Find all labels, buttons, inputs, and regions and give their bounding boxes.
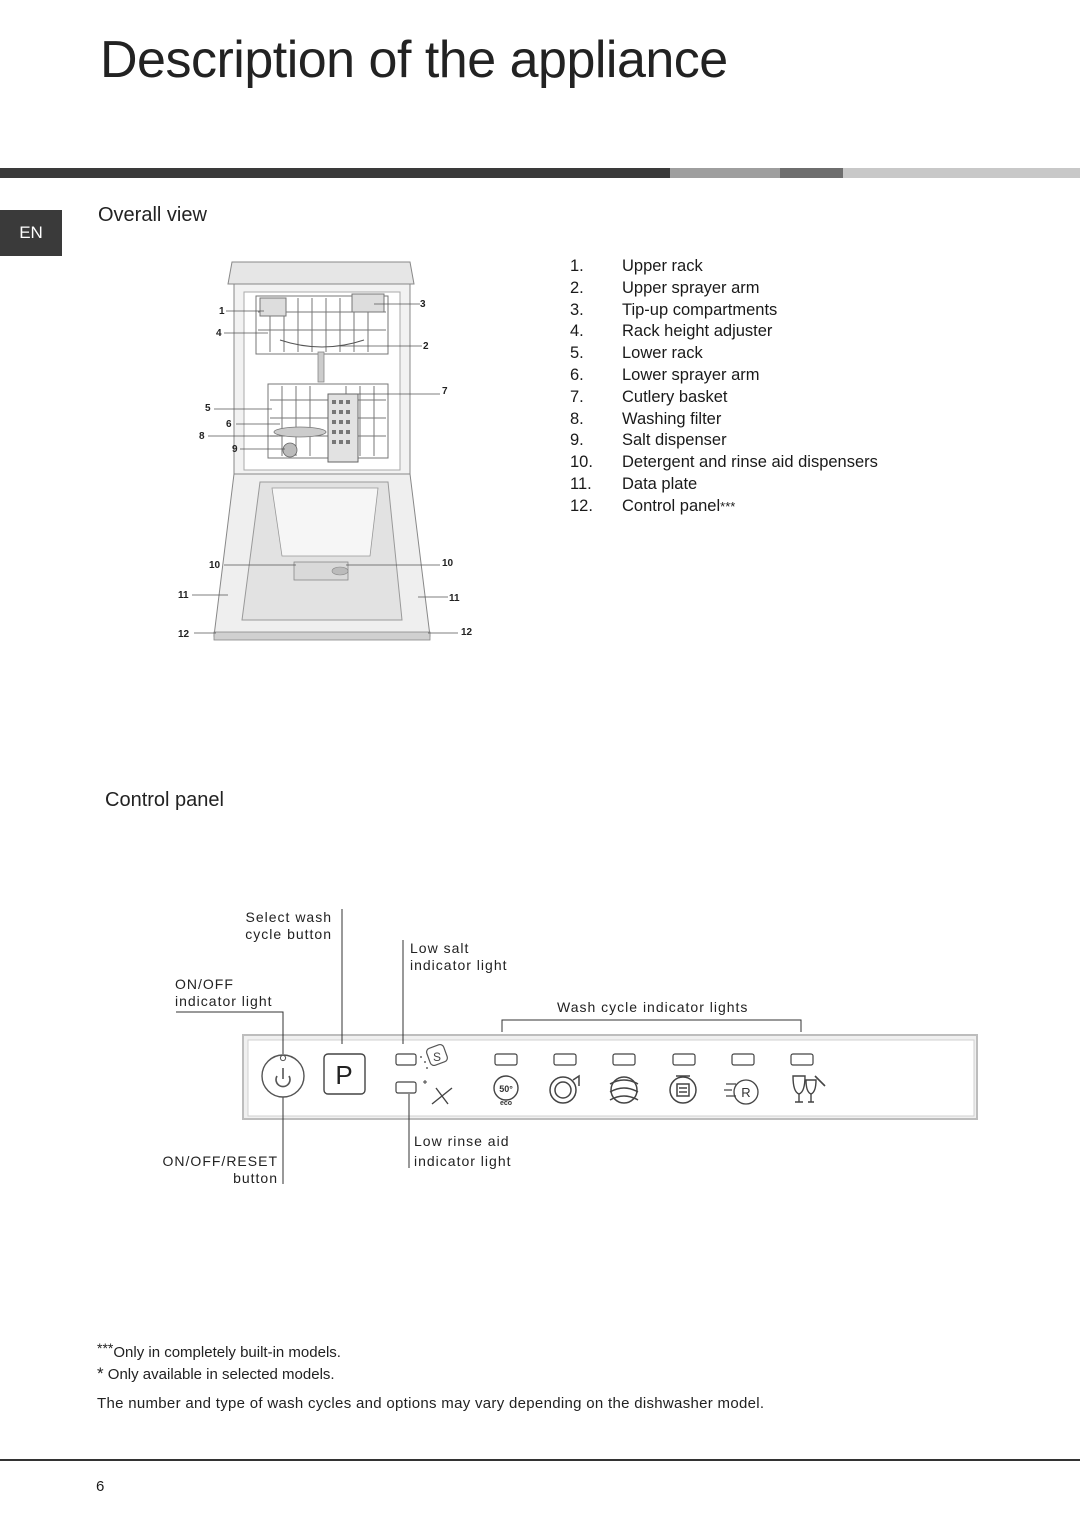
svg-text:R: R — [741, 1085, 750, 1100]
intensive-pot-icon — [549, 1074, 580, 1104]
low-salt-light — [395, 1053, 417, 1066]
svg-text:eco: eco — [500, 1100, 512, 1107]
rapid-r-icon: R — [724, 1079, 759, 1105]
list-item: 8.Washing filter — [570, 409, 722, 428]
footer-rule — [0, 1459, 1080, 1461]
list-item: 1.Upper rack — [570, 257, 703, 275]
svg-text:50°: 50° — [499, 1084, 513, 1094]
cycle-light-2 — [553, 1053, 577, 1066]
callout-11-right: 11 — [449, 593, 460, 604]
list-item: 9.Salt dispenser — [570, 431, 727, 450]
language-tab: EN — [0, 210, 62, 256]
callout-10-left: 10 — [209, 560, 221, 571]
footnote-built-in: ***Only in completely built-in models. — [97, 1340, 341, 1361]
list-item: 3.Tip-up compartments — [570, 300, 778, 319]
power-icon — [275, 1068, 291, 1088]
callout-9: 9 — [232, 444, 238, 455]
callout-6: 6 — [226, 419, 232, 430]
fast-cycle-icon — [669, 1075, 697, 1104]
header-bar-dark — [0, 168, 670, 178]
callout-5: 5 — [205, 403, 211, 414]
parts-list: 1.Upper rack 2.Upper sprayer arm 3.Tip-u… — [570, 256, 878, 518]
svg-text:S: S — [433, 1050, 441, 1064]
callout-4: 4 — [216, 328, 222, 339]
wash-cycle-lights-label: Wash cycle indicator lights — [557, 999, 749, 1015]
control-panel-heading: Control panel — [105, 789, 224, 811]
list-item: 6.Lower sprayer arm — [570, 365, 760, 384]
footnote-cycles: The number and type of wash cycles and o… — [97, 1395, 765, 1412]
cycle-light-3 — [612, 1053, 636, 1066]
cycle-light-4 — [672, 1053, 696, 1066]
list-item: 11.Data plate — [570, 474, 698, 493]
callout-7: 7 — [442, 386, 448, 397]
callout-12-right: 12 — [461, 627, 473, 638]
header-bar-light — [843, 168, 1080, 178]
callout-11-left: 11 — [178, 590, 189, 601]
header-bar-dark2 — [780, 168, 843, 178]
cycle-light-6 — [790, 1053, 814, 1066]
onoff-reset-button[interactable] — [261, 1054, 305, 1098]
callout-1: 1 — [219, 306, 225, 317]
callout-10-right: 10 — [442, 558, 454, 569]
normal-cycle-icon — [609, 1076, 639, 1104]
list-item: 5.Lower rack — [570, 344, 703, 363]
cycle-light-1 — [494, 1053, 518, 1066]
control-panel-diagram: P S 50° eco — [176, 909, 978, 1184]
rinse-aid-icon — [423, 1080, 453, 1105]
footnote-mark: *** — [720, 498, 736, 514]
page-title: Description of the appliance — [100, 31, 728, 89]
cycle-light-5 — [731, 1053, 755, 1066]
header-bar-mid — [670, 168, 780, 178]
list-item: 4.Rack height adjuster — [570, 322, 773, 341]
list-item: 10.Detergent and rinse aid dispensers — [570, 453, 878, 472]
glass-icon — [792, 1075, 826, 1103]
list-item: 2.Upper sprayer arm — [570, 278, 760, 297]
salt-icon: S — [420, 1043, 449, 1069]
footnote-selected: * Only available in selected models. — [97, 1364, 335, 1383]
list-item: 12.Control panel*** — [570, 496, 878, 518]
callout-2: 2 — [423, 341, 429, 352]
low-rinse-aid-light — [395, 1081, 417, 1094]
callout-3: 3 — [420, 299, 426, 310]
overall-view-heading: Overall view — [98, 204, 207, 226]
dishwasher-illustration: 1 2 3 4 5 6 7 8 9 10 10 11 11 12 12 — [178, 261, 473, 641]
select-wash-cycle-button[interactable]: P — [323, 1053, 366, 1095]
svg-text:P: P — [335, 1060, 352, 1090]
list-item: 7.Cutlery basket — [570, 387, 728, 406]
eco-cycle-icon: 50° eco — [493, 1075, 519, 1107]
callout-8: 8 — [199, 431, 205, 442]
page-number: 6 — [96, 1478, 105, 1495]
wash-cycle-lights — [494, 1053, 814, 1066]
callout-12-left: 12 — [178, 629, 190, 640]
